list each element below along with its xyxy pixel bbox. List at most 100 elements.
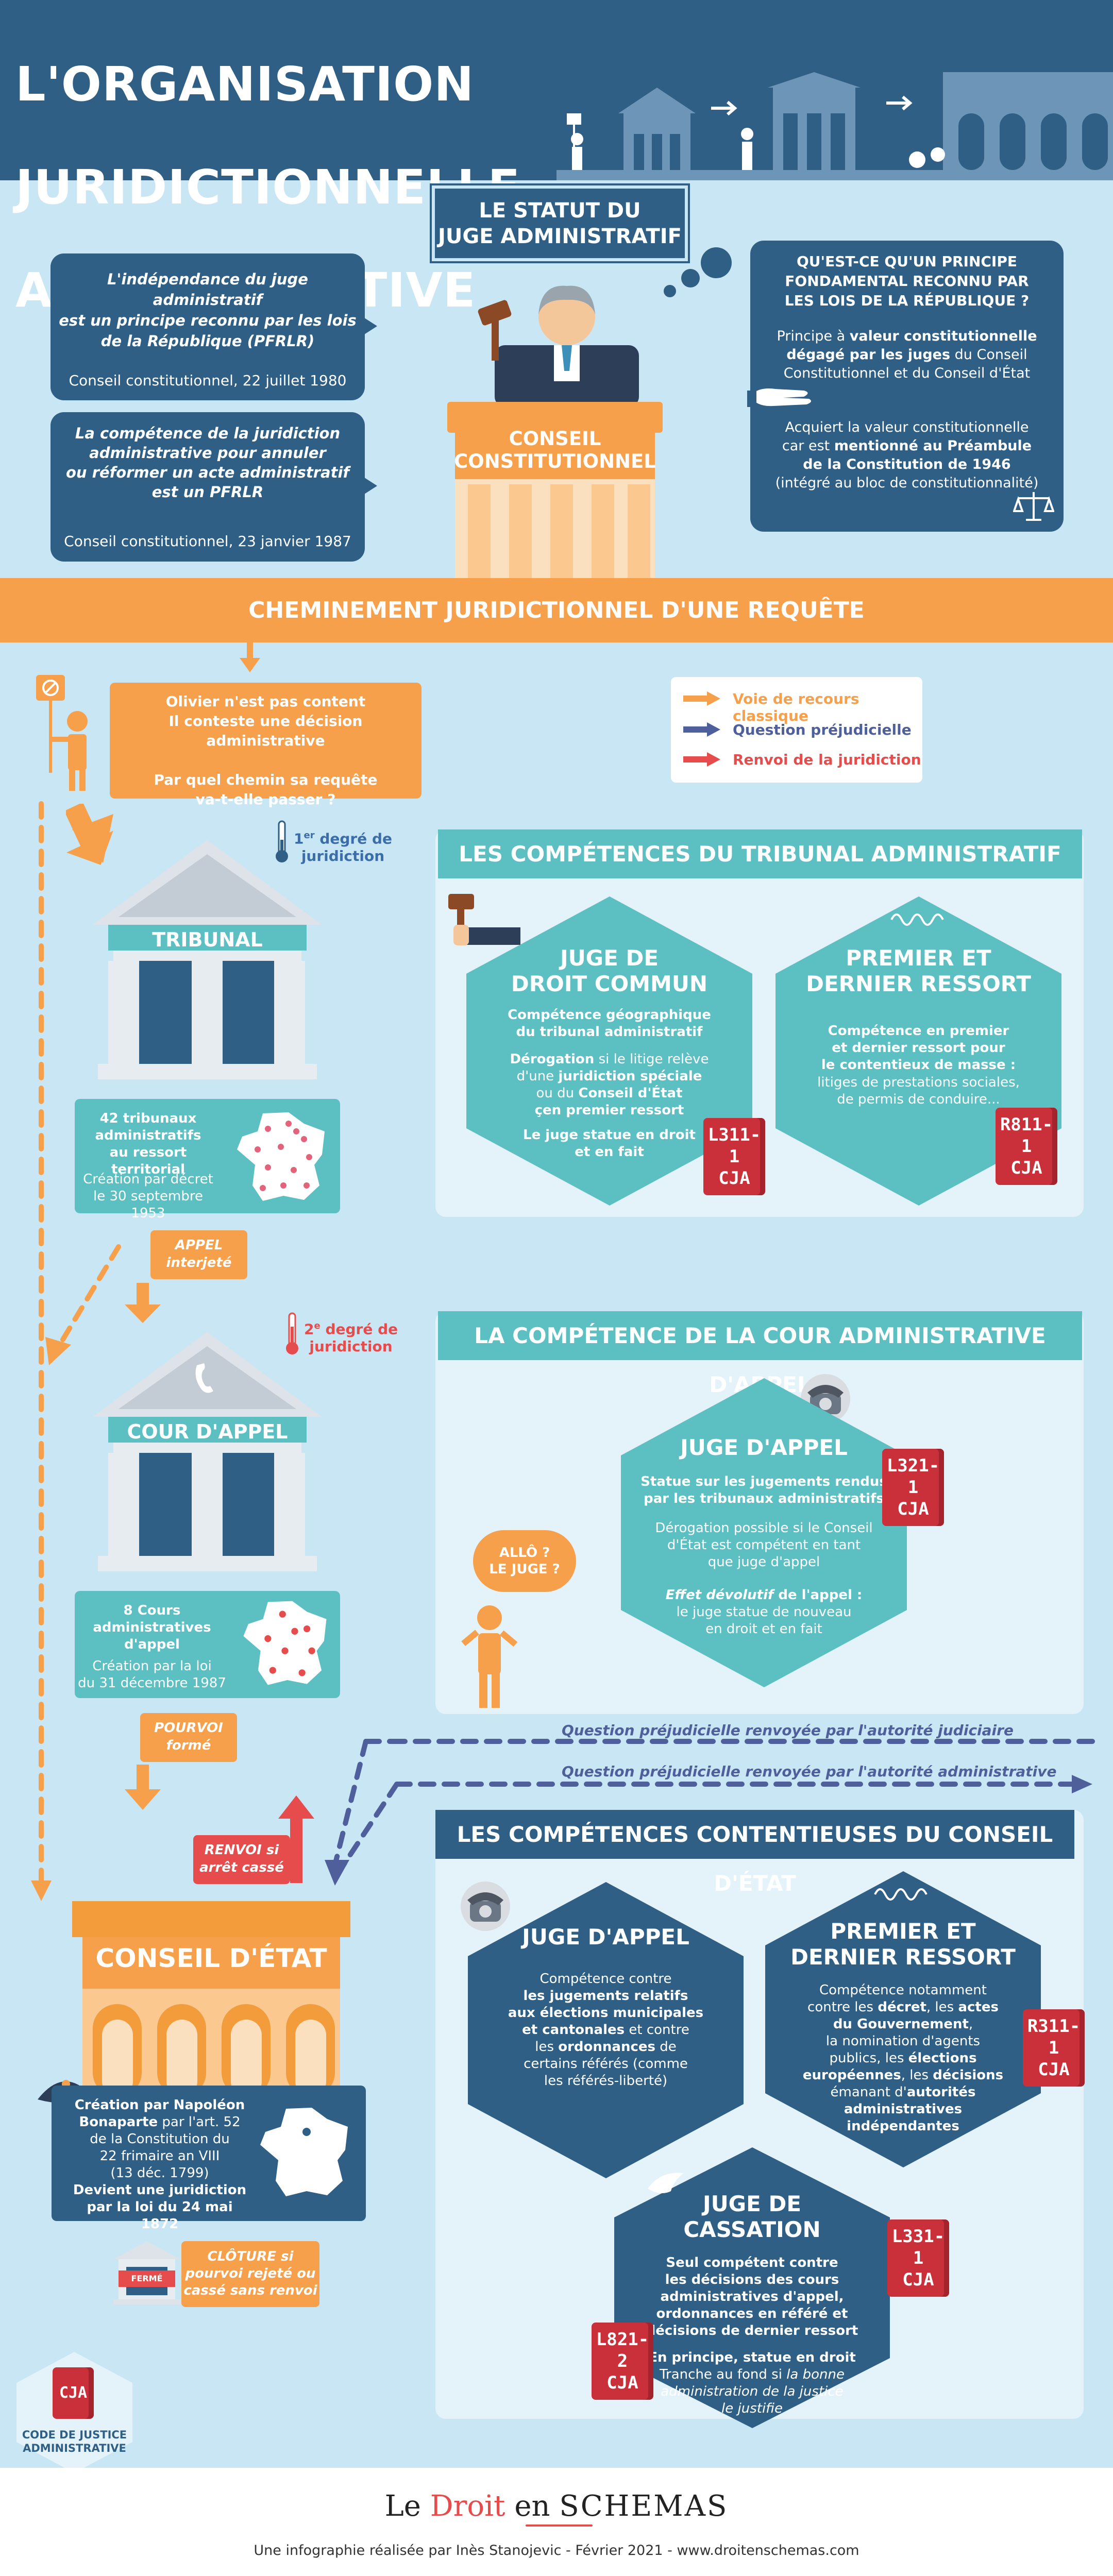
conseil-label: CONSEIL D'ÉTAT — [95, 1943, 327, 1973]
intro-text: Olivier n'est pas content Il conteste un… — [154, 693, 378, 808]
statut-card-2: La compétence de la juridiction administ… — [50, 412, 365, 562]
pfrlr-card: QU'EST-CE QU'UN PRINCIPE FONDAMENTAL REC… — [750, 241, 1064, 532]
hex1-line2: Dérogation si le litige relève d'une jur… — [510, 1052, 709, 1118]
intro-box: Olivier n'est pas content Il conteste un… — [110, 683, 421, 808]
tribunal-info-box: 42 tribunaux administratifs au ressort t… — [75, 1099, 340, 1221]
person-with-sign — [31, 675, 103, 795]
appel-arrow — [125, 1283, 161, 1326]
footer-credit: Une infographie réalisée par Inès Stanoj… — [254, 2543, 859, 2558]
hand-icon — [747, 381, 819, 414]
cloture-tag: CLÔTURE si pourvoi rejeté ou cassé sans … — [181, 2241, 319, 2307]
cour-info-bold: 8 Cours administratives d'appel — [93, 1603, 211, 1652]
conseil-section-title: LES COMPÉTENCES CONTENTIEUSES DU CONSEIL… — [435, 1810, 1074, 1896]
pfrlr-paragraph-2: Acquiert la valeur constitutionnelle car… — [775, 419, 1039, 491]
hex-premier-dernier-ressort: PREMIER ET DERNIER RESSORT Compétence en… — [775, 896, 1061, 1206]
cheminement-title: CHEMINEMENT JURIDICTIONNEL D'UNE REQUÊTE — [248, 597, 865, 623]
pourvoi-arrow — [125, 1765, 161, 1813]
legend-box: Voie de recours classique Question préju… — [671, 677, 922, 783]
tribunal-building: TRIBUNAL — [82, 835, 332, 1103]
book-r811-1: R811-1 CJA — [996, 1108, 1057, 1185]
pourvoi-tag: POURVOI formé — [140, 1713, 237, 1762]
tribunal-label: TRIBUNAL — [152, 928, 263, 951]
conseil-info: Création par Napoléon Bonaparte par l'ar… — [73, 2097, 247, 2232]
hex2-line2: litiges de prestations sociales, de perm… — [817, 1075, 1020, 1107]
cour-hex-line2: Dérogation possible si le Conseil d'État… — [655, 1520, 873, 1570]
tribunal-degree: 1er degré de juridiction — [294, 830, 392, 865]
cour-info-box: 8 Cours administratives d'appel Création… — [75, 1591, 340, 1698]
cour-thermometer-icon — [284, 1311, 300, 1360]
renvoi-arrow-up — [278, 1795, 314, 1885]
france-map-tribunaux — [232, 1108, 330, 1208]
cja-book: CJA — [53, 2367, 94, 2419]
hex-conseil-cassation: JUGE DE CASSATION Seul compétent contre … — [614, 2147, 890, 2428]
statut-card-1-pointer — [363, 317, 377, 335]
hex-juge-droit-commun: JUGE DE DROIT COMMUN Compétence géograph… — [466, 896, 752, 1206]
cour-hex-title: JUGE D'APPEL — [680, 1435, 848, 1460]
allo-bubble: ALLÔ ? LE JUGE ? — [473, 1530, 576, 1592]
tribunal-section-title: LES COMPÉTENCES DU TRIBUNAL ADMINISTRATI… — [438, 829, 1082, 878]
legend-prejudicielle: Question préjudicielle — [733, 721, 912, 738]
judge-illustration — [464, 268, 670, 409]
hex-conseil-juge-appel: JUGE D'APPEL Compétence contre les jugem… — [468, 1882, 744, 2178]
hex-cour-juge-appel: JUGE D'APPEL Statue sur les jugements re… — [621, 1378, 907, 1687]
conseil-hexC-line2: En principe, statue en droit Tranche au … — [648, 2350, 856, 2416]
statut-card-2-source: Conseil constitutionnel, 23 janvier 1987 — [64, 533, 351, 550]
hex1-title: JUGE DE DROIT COMMUN — [511, 945, 708, 996]
conseil-hexC-line1: Seul compétent contre les décisions des … — [646, 2255, 858, 2338]
cour-building: COUR D'APPEL — [82, 1327, 332, 1595]
pfrlr-question: QU'EST-CE QU'UN PRINCIPE FONDAMENTAL REC… — [784, 253, 1030, 309]
cour-hex-line1: Statue sur les jugements rendus par les … — [640, 1474, 887, 1506]
conseil-hexA-text: Compétence contre les jugements relatifs… — [508, 1971, 704, 2089]
cheminement-banner: CHEMINEMENT JURIDICTIONNEL D'UNE REQUÊTE — [0, 578, 1113, 642]
book-l311-1: L311-1 CJA — [703, 1118, 765, 1195]
legend-classique: Voie de recours classique — [733, 690, 859, 724]
orange-arrow-1 — [64, 802, 117, 873]
conseil-hexC-title: JUGE DE CASSATION — [683, 2191, 821, 2242]
hex-conseil-premier-dernier: PREMIER ET DERNIER RESSORT Compétence no… — [765, 1871, 1041, 2167]
cour-label: COUR D'APPEL — [127, 1420, 288, 1443]
statut-title-box: LE STATUT DU JUGE ADMINISTRATIF — [432, 185, 688, 261]
cja-badge: CJA CODE DE JUSTICE ADMINISTRATIVE — [16, 2352, 132, 2473]
tribunal-thermometer-icon — [274, 819, 290, 868]
question-administrative: Question préjudicielle renvoyée par l'au… — [562, 1763, 1057, 1780]
gavel-icon — [443, 891, 526, 950]
pfrlr-paragraph-1: Principe à valeur constitutionnelle déga… — [777, 328, 1037, 381]
header-banner — [0, 0, 1113, 180]
appel-tag: APPEL interjeté — [150, 1230, 247, 1279]
statut-card-1: L'indépendance du juge administratif est… — [50, 253, 365, 400]
cja-label: CODE DE JUSTICE ADMINISTRATIVE — [22, 2429, 127, 2454]
statut-card-2-pointer — [363, 477, 377, 495]
podium: CONSEIL CONSTITUTIONNEL — [447, 402, 663, 582]
question-judiciaire: Question préjudicielle renvoyée par l'au… — [562, 1722, 1014, 1739]
hex1-line3: Le juge statue en droit et en fait — [523, 1127, 696, 1160]
tribunal-info-plain: Création par décret le 30 septembre 1953 — [83, 1172, 213, 1221]
conseil-hexB-title: PREMIER ET DERNIER RESSORT — [790, 1919, 1016, 1970]
conseil-hexA-title: JUGE D'APPEL — [522, 1924, 689, 1950]
banner-arrow-down — [237, 642, 263, 675]
cour-info-plain: Création par la loi du 31 décembre 1987 — [78, 1658, 226, 1691]
renvoi-tag: RENVOI si arrêt cassé — [193, 1835, 290, 1884]
france-map-conseil — [255, 2101, 353, 2206]
telephone-icon-2 — [460, 1880, 511, 1934]
thought-bubbles — [649, 242, 742, 301]
footer: Le Droit en SCHEMAS Une infographie réal… — [0, 2468, 1113, 2576]
cour-degree: 2e degré de juridiction — [304, 1320, 398, 1355]
statut-card-1-source: Conseil constitutionnel, 22 juillet 1980 — [69, 372, 347, 389]
cour-section-title: LA COMPÉTENCE DE LA COUR ADMINISTRATIVE … — [438, 1311, 1082, 1397]
book-l331-1: L331-1 CJA — [887, 2219, 949, 2297]
france-map-cours — [239, 1597, 331, 1692]
statut-card-1-text: L'indépendance du juge administratif est… — [59, 270, 357, 350]
book-l821-2: L821-2 CJA — [592, 2323, 653, 2400]
statut-card-2-text: La compétence de la juridiction administ… — [65, 425, 350, 501]
title-line-1: L'ORGANISATION — [15, 57, 475, 112]
person-phone-icon — [453, 1597, 526, 1713]
conseil-hexB-text: Compétence notamment contre les décret, … — [802, 1982, 1004, 2134]
ferme-label: FERMÉ — [131, 2274, 163, 2283]
book-r311-1: R311-1 CJA — [1023, 2009, 1085, 2087]
conseil-building: CONSEIL D'ÉTAT — [72, 1901, 350, 2097]
legend-renvoi: Renvoi de la juridiction — [733, 751, 921, 768]
ferme-building-icon: FERMÉ — [111, 2239, 183, 2308]
hex2-line1: Compétence en premier et dernier ressort… — [821, 1023, 1016, 1073]
podium-label: CONSEIL CONSTITUTIONNEL — [454, 428, 656, 472]
statut-title: LE STATUT DU JUGE ADMINISTRATIF — [438, 198, 682, 248]
